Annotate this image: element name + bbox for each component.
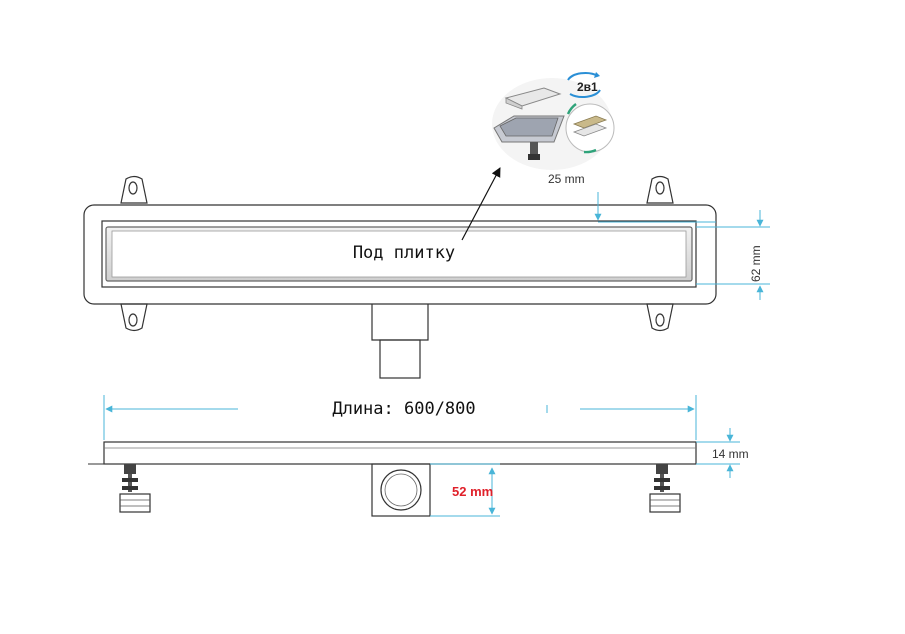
drain-profile xyxy=(103,441,697,465)
drain-outlet-top-view xyxy=(371,304,429,379)
side-view: Длина: 600/800 xyxy=(88,395,749,517)
adjustable-foot-left xyxy=(119,464,151,513)
dim-14-label: 14 mm xyxy=(712,447,749,461)
adjustable-foot-right xyxy=(649,464,681,513)
mounting-bracket-bottom-left xyxy=(120,303,148,332)
mounting-bracket-top-left xyxy=(120,175,148,204)
dimension-length: Длина: 600/800 xyxy=(103,395,697,440)
length-label: Длина: 600/800 xyxy=(332,399,475,419)
drain-flange xyxy=(83,204,717,305)
two-in-one-badge: 2в1 xyxy=(577,80,598,94)
under-tile-label: Под плитку xyxy=(353,243,455,263)
dim-25-label: 25 mm xyxy=(548,172,585,186)
mounting-bracket-bottom-right xyxy=(646,303,674,332)
dimension-25mm: 25 mm xyxy=(548,172,716,223)
dim-62-label: 62 mm xyxy=(749,245,763,282)
top-view: Под плитку 25 mm 62 mm xyxy=(83,72,770,379)
callout-arrow xyxy=(461,167,501,241)
rotate-arrow-icon xyxy=(567,72,599,81)
dimension-62mm: 62 mm xyxy=(696,210,770,300)
mounting-bracket-top-right xyxy=(646,175,674,204)
drain-outlet-side-view xyxy=(371,463,431,517)
dim-52-label: 52 mm xyxy=(452,484,493,499)
dimension-52mm: 52 mm xyxy=(430,463,500,517)
drain-channel xyxy=(101,220,697,288)
two-in-one-inset: 2в1 xyxy=(492,72,615,170)
dimension-14mm: 14 mm xyxy=(696,428,749,478)
